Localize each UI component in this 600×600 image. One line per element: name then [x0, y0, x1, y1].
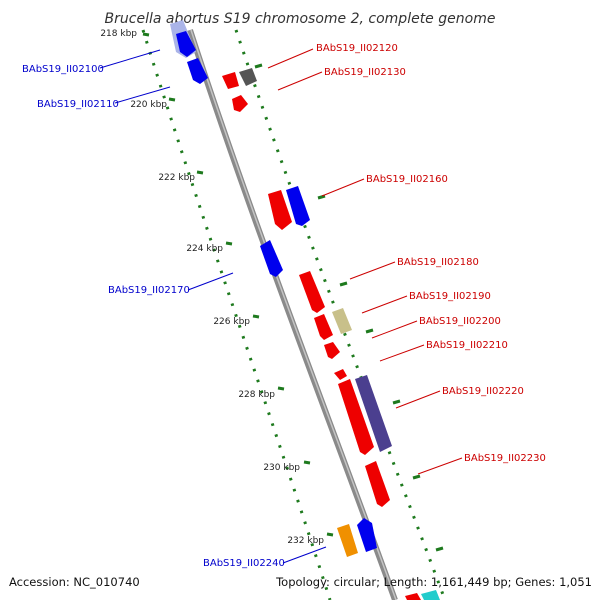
gene-label-BAbS19_II02100[interactable]: BAbS19_II02100 [22, 64, 104, 75]
gene-feature[interactable] [239, 68, 257, 86]
tick-mark [142, 32, 150, 37]
chromosome-backbone-highlight [190, 29, 397, 600]
gene-feature[interactable] [338, 379, 374, 455]
label-connector [395, 390, 441, 409]
gene-label-BAbS19_II02190[interactable]: BAbS19_II02190 [409, 291, 491, 302]
gene-label-BAbS19_II02210[interactable]: BAbS19_II02210 [426, 340, 508, 351]
gene-label-BAbS19_II02180[interactable]: BAbS19_II02180 [397, 257, 479, 268]
tick-label: 218 kbp [100, 29, 137, 39]
tick-mark [339, 281, 348, 287]
gene-feature[interactable] [324, 342, 340, 359]
tick-label: 220 kbp [130, 100, 167, 110]
gene-label-BAbS19_II02240[interactable]: BAbS19_II02240 [203, 558, 285, 569]
label-connector [277, 71, 323, 91]
right-label-connectors [267, 48, 463, 475]
tick-mark [303, 460, 311, 465]
gene-feature[interactable] [355, 375, 392, 452]
gene-label-BAbS19_II02160[interactable]: BAbS19_II02160 [366, 174, 448, 185]
tick-mark [277, 386, 285, 391]
tick-mark [196, 170, 204, 175]
gene-feature[interactable] [260, 240, 283, 277]
tick-label: 224 kbp [186, 244, 223, 254]
gene-feature[interactable] [222, 72, 239, 89]
tick-mark [225, 241, 233, 246]
tick-mark [435, 546, 444, 552]
label-connector [187, 272, 234, 291]
label-connector [349, 261, 396, 280]
gene-feature[interactable] [365, 461, 390, 507]
label-connector [417, 457, 463, 475]
label-connector [321, 178, 365, 197]
tick-mark [254, 63, 263, 69]
gene-label-BAbS19_II02230[interactable]: BAbS19_II02230 [464, 453, 546, 464]
tick-label: 228 kbp [238, 390, 275, 400]
label-connector [99, 49, 161, 69]
label-connector [267, 48, 314, 69]
label-connector [361, 295, 408, 314]
gene-label-BAbS19_II02170[interactable]: BAbS19_II02170 [108, 285, 190, 296]
tick-mark [168, 97, 176, 102]
left-label-connectors [99, 49, 327, 564]
tick-mark [326, 532, 334, 537]
gene-label-BAbS19_II02130[interactable]: BAbS19_II02130 [324, 67, 406, 78]
gene-feature[interactable] [357, 518, 377, 552]
gene-label-BAbS19_II02120[interactable]: BAbS19_II02120 [316, 43, 398, 54]
right-track-ticks [254, 63, 444, 552]
gene-feature[interactable] [176, 31, 196, 57]
gene-feature[interactable] [405, 593, 421, 600]
tick-mark [317, 194, 326, 200]
gene-feature[interactable] [332, 308, 352, 334]
gene-features [170, 20, 440, 600]
accession-text: Accession: NC_010740 [9, 575, 140, 589]
gene-feature[interactable] [421, 590, 440, 600]
tick-mark [252, 314, 260, 319]
tick-mark [392, 399, 401, 405]
map-title: Brucella abortus S19 chromosome 2, compl… [105, 11, 496, 27]
label-connector [282, 546, 327, 564]
left-tick-track [141, 29, 332, 600]
gene-label-BAbS19_II02220[interactable]: BAbS19_II02220 [442, 386, 524, 397]
kbp-tick-marks [142, 32, 334, 537]
tick-label: 230 kbp [263, 463, 300, 473]
label-connector [114, 86, 171, 104]
gene-label-BAbS19_II02200[interactable]: BAbS19_II02200 [419, 316, 501, 327]
gene-feature[interactable] [337, 524, 358, 557]
gene-label-BAbS19_II02110[interactable]: BAbS19_II02110 [37, 99, 119, 110]
tick-mark [365, 328, 374, 334]
gene-feature[interactable] [334, 369, 347, 380]
tick-label: 232 kbp [287, 536, 324, 546]
topology-summary: Topology: circular; Length: 1,161,449 bp… [276, 575, 592, 589]
gene-feature[interactable] [299, 271, 325, 313]
gene-feature[interactable] [286, 186, 310, 226]
gene-feature[interactable] [187, 58, 208, 84]
tick-label: 226 kbp [213, 317, 250, 327]
tick-mark [412, 474, 421, 480]
gene-feature[interactable] [232, 95, 248, 112]
gene-feature[interactable] [314, 314, 333, 340]
gene-feature[interactable] [268, 190, 292, 230]
label-connector [379, 344, 425, 362]
label-connector [371, 320, 418, 339]
tick-label: 222 kbp [158, 173, 195, 183]
